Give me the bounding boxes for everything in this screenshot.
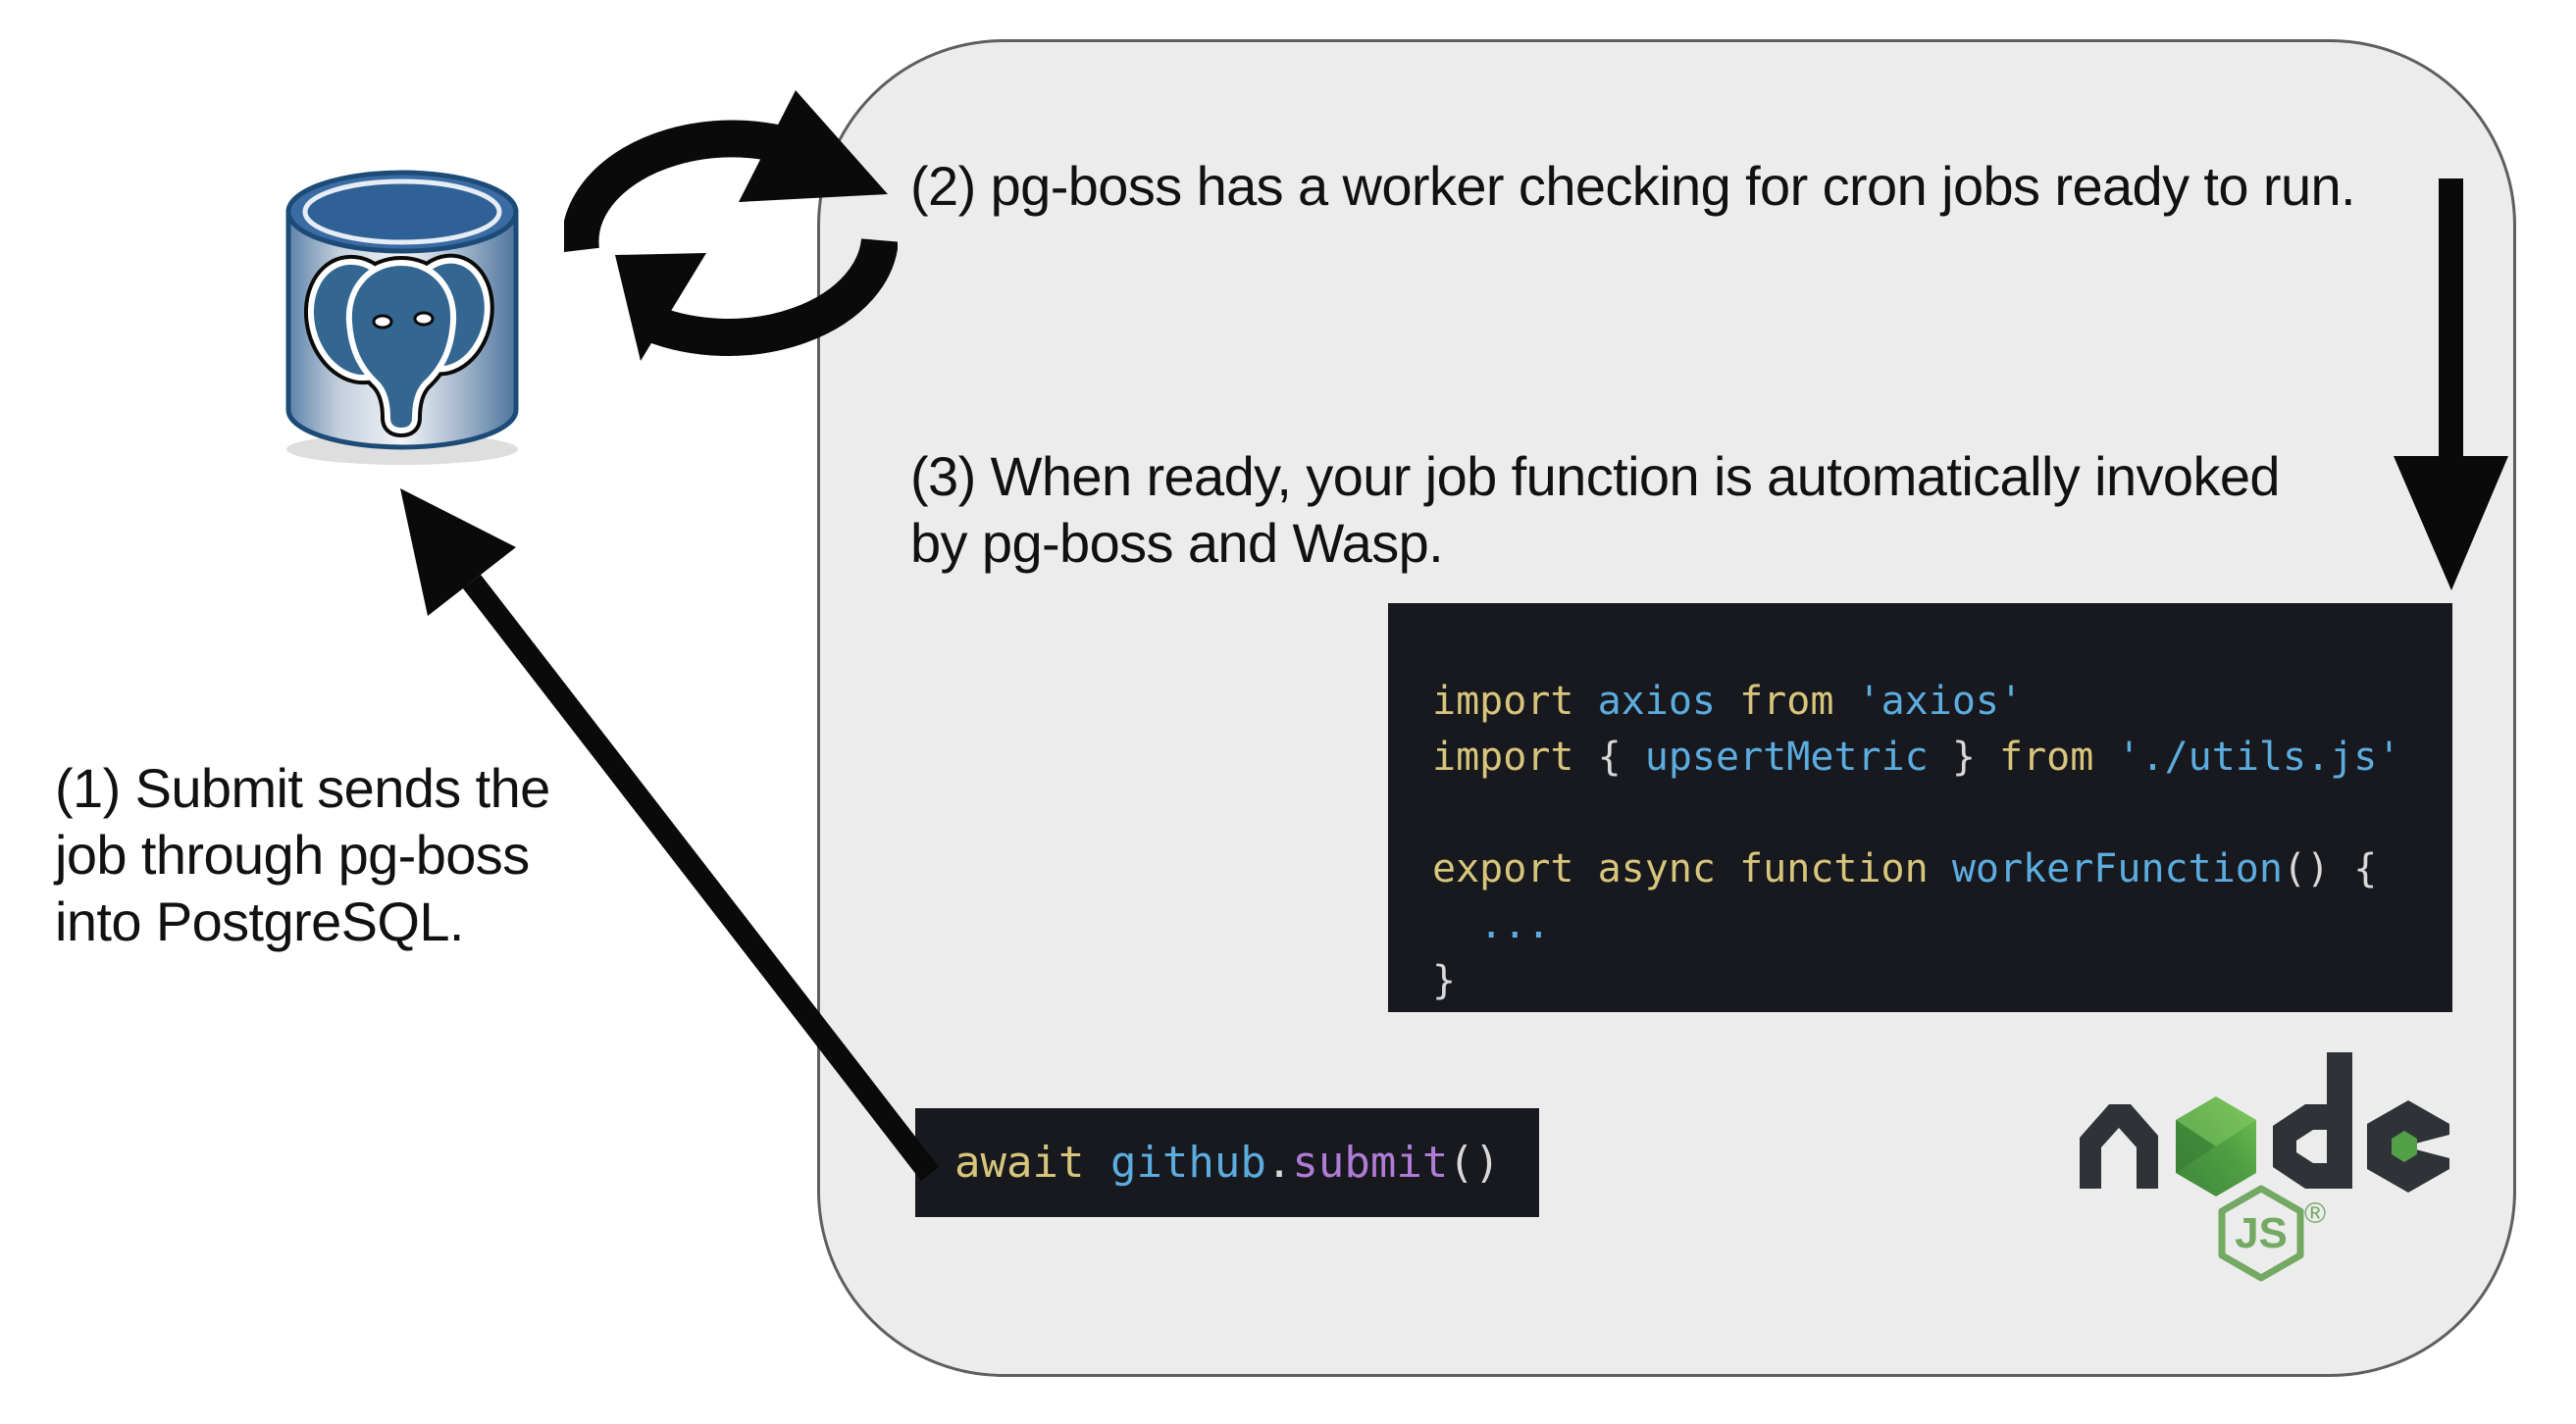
code-token: . xyxy=(1265,1138,1293,1188)
nodejs-js-badge: JS ® xyxy=(2218,1185,2326,1282)
elephant-body xyxy=(307,257,490,434)
cylinder-top-inner xyxy=(302,178,502,245)
code-token: await xyxy=(954,1138,1110,1188)
node-letter-n xyxy=(2080,1104,2158,1189)
code-token: ... xyxy=(1432,902,1551,947)
code-token: 'axios' xyxy=(1857,679,2024,724)
code-token: axios xyxy=(1597,679,1740,724)
sync-loop-icon xyxy=(564,90,898,361)
sync-arrows xyxy=(564,90,898,361)
code-line: import axios from 'axios' xyxy=(1432,674,2452,730)
step1-label: (1) Submit sends the job through pg-boss… xyxy=(55,757,550,952)
submit-code-block: await github.submit() xyxy=(915,1108,1539,1217)
code-token: upsertMetric xyxy=(1644,735,1952,780)
code-token: import xyxy=(1432,679,1598,724)
js-badge-label: JS xyxy=(2235,1209,2288,1257)
node-hexagon-o xyxy=(2176,1096,2256,1196)
code-token: import xyxy=(1432,735,1598,780)
step3-label: (3) When ready, your job function is aut… xyxy=(910,445,2281,574)
code-token: } xyxy=(1951,735,1999,780)
code-line: ... xyxy=(1432,897,2452,953)
node-letter-e xyxy=(2367,1100,2449,1193)
code-token: () { xyxy=(2282,846,2378,891)
code-token: export async function xyxy=(1432,846,1952,891)
code-token: from xyxy=(1999,735,2118,780)
code-token: from xyxy=(1739,679,1858,724)
step2-label: (2) pg-boss has a worker checking for cr… xyxy=(910,155,2356,217)
code-token: () xyxy=(1448,1138,1501,1188)
code-token: github xyxy=(1109,1138,1266,1188)
registered-trademark-icon: ® xyxy=(2304,1197,2326,1230)
code-line-blank xyxy=(1432,786,2452,841)
worker-code-block: import axios from 'axios' import { upser… xyxy=(1388,603,2452,1012)
code-token: } xyxy=(1432,958,1457,1003)
nodejs-logo: JS ® xyxy=(2080,1052,2449,1282)
postgresql-database-icon xyxy=(285,170,519,465)
code-line: } xyxy=(1432,953,2452,1009)
elephant-eyes xyxy=(372,311,435,330)
code-token: workerFunction xyxy=(1951,846,2283,891)
code-token: { xyxy=(1597,735,1645,780)
code-line: import { upsertMetric } from './utils.js… xyxy=(1432,730,2452,786)
code-line: export async function workerFunction() { xyxy=(1432,841,2452,897)
code-token: submit xyxy=(1292,1138,1449,1188)
code-token: './utils.js' xyxy=(2117,735,2401,780)
node-letter-d xyxy=(2273,1052,2352,1189)
